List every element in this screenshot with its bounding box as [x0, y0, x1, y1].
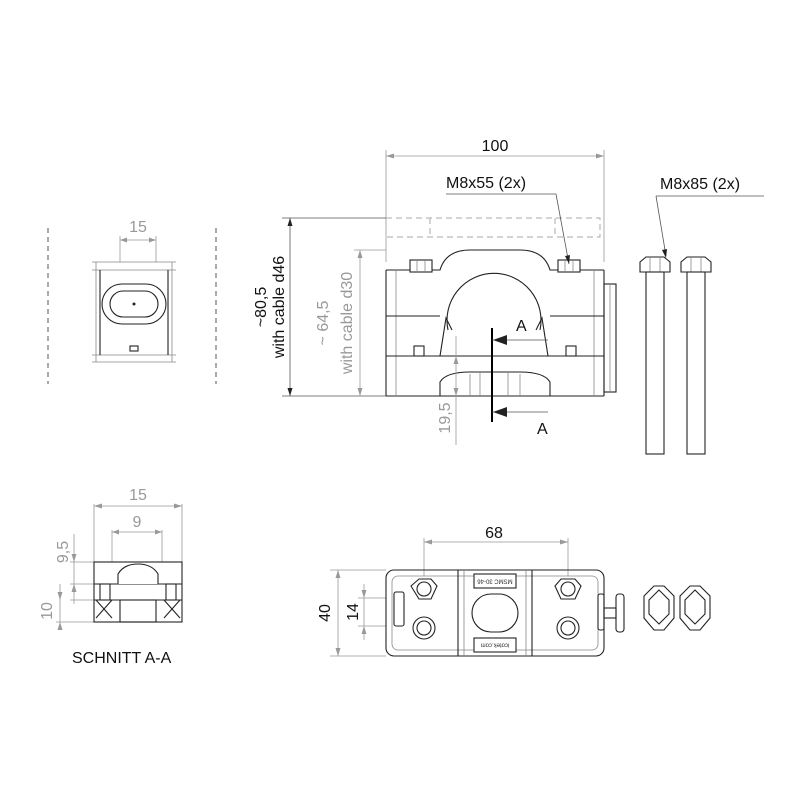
height-d46-note: with cable d46 — [271, 256, 288, 359]
height-d30-value: ~ 64,5 — [315, 300, 332, 345]
nuts-top-view — [643, 585, 711, 631]
length-label: 100 — [482, 138, 509, 155]
bolt-callouts: M8x55 (2x) M8x85 (2x) — [446, 175, 764, 265]
section-inner-width-label: 9 — [133, 514, 142, 531]
side-view-left: 15 — [47, 219, 217, 384]
section-cut-marker: A A — [491, 318, 548, 438]
website-marking: icotek.com — [481, 641, 510, 647]
bolts-long — [639, 256, 712, 455]
height-d30-note: with cable d30 — [339, 272, 356, 375]
front-view — [385, 217, 617, 397]
section-marker-top: A — [516, 318, 527, 335]
plan-height-label: 40 — [317, 604, 334, 622]
bolt-short-label: M8x55 (2x) — [446, 175, 526, 192]
section-marker-bottom: A — [537, 421, 548, 438]
left-width-label: 15 — [129, 219, 147, 236]
bolt-long-label: M8x85 (2x) — [660, 176, 740, 193]
section-top-label: 9,5 — [55, 541, 72, 563]
plan-view: 68 40 14 MSMC 30-46 icotek.com — [317, 525, 625, 657]
section-width-label: 15 — [129, 487, 147, 504]
height-d46-value: ~80,5 — [253, 287, 270, 328]
length-dimension: 100 — [385, 138, 605, 262]
section-bottom-label: 10 — [39, 602, 56, 620]
section-title: SCHNITT A-A — [72, 650, 172, 667]
plan-inner-height-label: 14 — [345, 603, 362, 621]
plan-spacing-label: 68 — [485, 525, 503, 542]
section-view: 15 9 9,5 10 SCHNITT A-A — [39, 487, 183, 667]
bottom-height-label: 19,5 — [437, 402, 454, 433]
product-code-marking: MSMC 30-46 — [477, 577, 513, 583]
height-dimensions: ~80,5 with cable d46 ~ 64,5 with cable d… — [253, 217, 459, 445]
